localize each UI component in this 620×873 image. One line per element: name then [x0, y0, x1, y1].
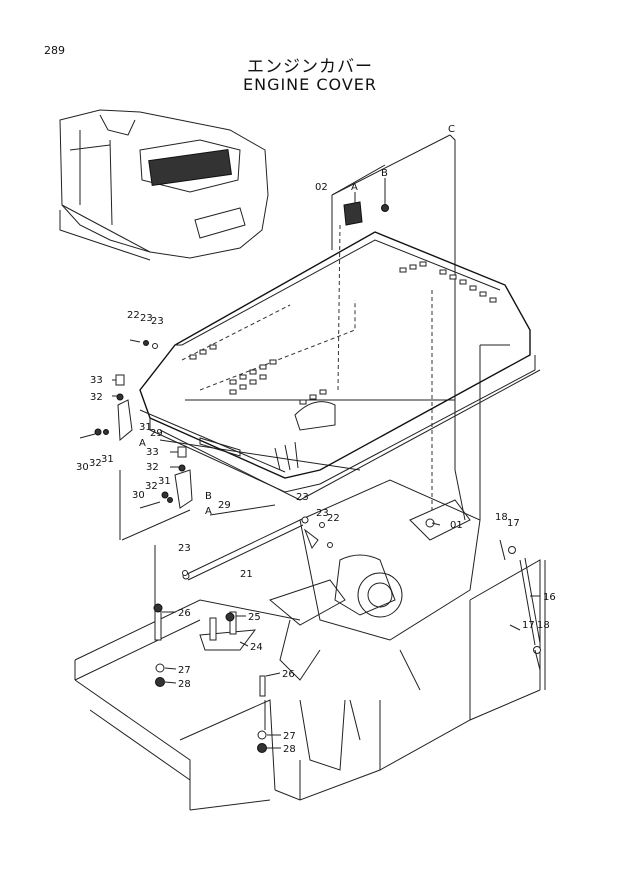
callout-32c: 32: [146, 462, 159, 473]
callout-30a: 30: [76, 462, 89, 473]
callout-32a: 32: [90, 392, 103, 403]
callout-17b: 17: [522, 620, 535, 631]
callout-29a: 29: [150, 428, 163, 439]
callout-30b: 30: [132, 490, 145, 501]
callout-23d: 23: [316, 508, 329, 519]
title-english: ENGINE COVER: [242, 75, 377, 94]
callout-22a: 22: [127, 310, 140, 321]
callout-27a: 27: [178, 665, 191, 676]
callout-26a: 26: [178, 608, 191, 619]
callout-A-mid: A: [205, 506, 212, 517]
callout-18b: 18: [537, 620, 550, 631]
hinge-part: [343, 201, 389, 226]
callout-21: 21: [240, 569, 253, 580]
callout-29b: 29: [218, 500, 231, 511]
callout-C: C: [448, 124, 455, 135]
callout-33b: 33: [146, 447, 159, 458]
callout-B-top: B: [381, 168, 388, 179]
callout-25: 25: [248, 612, 261, 623]
callout-leaders: [112, 379, 540, 749]
vent-openings: [189, 261, 497, 405]
callout-24: 24: [250, 642, 263, 653]
callout-26b: 26: [282, 669, 295, 680]
callout-23a: 23: [140, 313, 153, 324]
callout-28a: 28: [178, 679, 191, 690]
callout-23e: 23: [178, 543, 191, 554]
callout-33a: 33: [90, 375, 103, 386]
stay-rod: [182, 519, 304, 581]
engine-cover: [139, 231, 541, 501]
callout-A-left: A: [139, 438, 146, 449]
callout-22b: 22: [327, 513, 340, 524]
callout-labels: C 02 A B 22 23 23 33 32 31 29 A 30 32 31…: [76, 124, 556, 755]
callout-31c: 31: [158, 476, 171, 487]
callout-01: 01: [450, 520, 463, 531]
callout-31b: 31: [101, 454, 114, 465]
callout-23c: 23: [296, 492, 309, 503]
callout-02: 02: [315, 182, 328, 193]
callout-A-top: A: [351, 182, 358, 193]
callout-28b: 28: [283, 744, 296, 755]
callout-27b: 27: [283, 731, 296, 742]
callout-B-mid: B: [205, 491, 212, 502]
callout-32b: 32: [89, 458, 102, 469]
callout-23b: 23: [151, 316, 164, 327]
callout-16: 16: [543, 592, 556, 603]
callout-18a: 18: [495, 512, 508, 523]
callout-17a: 17: [507, 518, 520, 529]
machine-frame: [74, 479, 541, 811]
callout-31a: 31: [139, 422, 152, 433]
title-japanese: エンジンカバー: [247, 57, 373, 77]
page-number: 289: [44, 44, 65, 57]
latch-hardware: [79, 339, 193, 509]
machine-overview-inset: [59, 109, 269, 261]
callout-32d: 32: [145, 481, 158, 492]
